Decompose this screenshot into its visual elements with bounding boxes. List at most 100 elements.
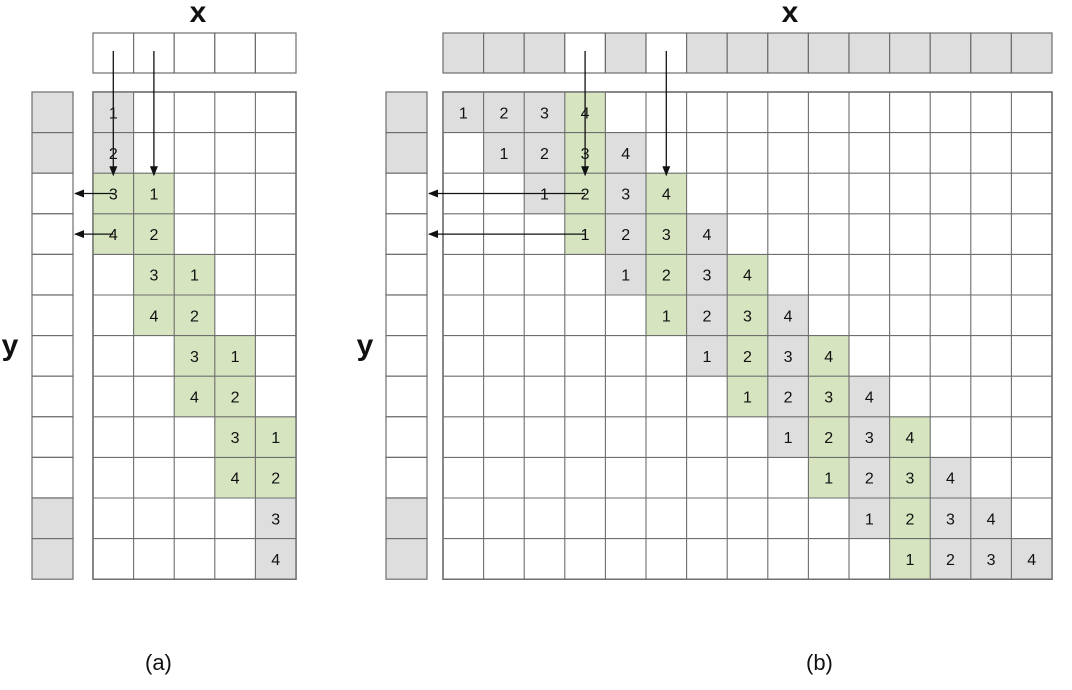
y-vector-cell — [31, 537, 74, 580]
cell-value: 2 — [271, 471, 280, 488]
cell-value: 1 — [621, 268, 630, 285]
y-vector-cell — [31, 416, 74, 458]
cell-value: 2 — [581, 187, 590, 204]
matrix-cell-gray — [930, 498, 971, 539]
cell-value: 1 — [540, 187, 549, 204]
matrix-cell-green — [174, 376, 215, 417]
matrix-cell-gray — [930, 457, 971, 498]
cell-value: 4 — [190, 390, 199, 407]
cell-value: 2 — [540, 146, 549, 163]
matrix-cell-gray — [686, 335, 728, 377]
cell-value: 3 — [662, 227, 671, 244]
matrix-cell-gray — [605, 132, 646, 174]
x-vector-cell — [807, 32, 850, 74]
cell-value: 2 — [662, 268, 671, 285]
cell-value: 4 — [662, 187, 671, 204]
matrix-cell-gray — [686, 254, 728, 295]
y-vector-cell — [385, 132, 428, 174]
y-vector-cell — [31, 132, 74, 174]
caption-b: (b) — [806, 650, 833, 675]
y-vector-cell — [31, 497, 74, 540]
matrix-cell-green — [133, 173, 175, 214]
matrix-cell-gray — [930, 538, 971, 580]
matrix-cell-gray — [524, 132, 565, 174]
matrix-cell-green — [646, 213, 687, 255]
x-vector-cell — [1010, 32, 1053, 74]
cell-value: 2 — [905, 511, 914, 528]
matrix-cell-green — [646, 295, 687, 336]
cell-value: 4 — [865, 390, 874, 407]
matrix-cell-gray — [524, 92, 565, 133]
cell-value: 4 — [271, 552, 280, 569]
cell-value: 4 — [743, 268, 752, 285]
matrix-cell-green — [889, 457, 931, 498]
cell-value: 2 — [499, 105, 508, 122]
x-vector-cell — [214, 32, 257, 74]
cell-value: 1 — [743, 390, 752, 407]
x-vector-cell — [685, 32, 728, 74]
y-vector-cell — [31, 375, 74, 418]
cell-value: 1 — [499, 146, 508, 163]
matrix-cell-green — [174, 295, 215, 336]
matrix-cell-gray — [605, 254, 646, 295]
y-vector-cell — [385, 172, 428, 215]
y-vector-cell — [31, 172, 74, 215]
cell-value: 3 — [149, 268, 158, 285]
y-vector-cell — [385, 294, 428, 337]
matrix-cell-gray — [970, 538, 1012, 580]
cell-value: 3 — [621, 187, 630, 204]
cell-value: 4 — [1027, 552, 1036, 569]
x-vector — [442, 32, 1053, 74]
cell-value: 4 — [905, 430, 914, 447]
matrix-cell-gray — [849, 376, 890, 417]
matrix-cell-green — [133, 254, 175, 295]
cell-value: 2 — [743, 349, 752, 366]
cell-value: 2 — [190, 308, 199, 325]
y-vector-cell — [31, 253, 74, 296]
cell-value: 4 — [702, 227, 711, 244]
matrix-cell-green — [214, 457, 256, 498]
matrix-outline — [442, 91, 1053, 580]
cell-value: 2 — [702, 308, 711, 325]
cell-value: 3 — [946, 511, 955, 528]
matrix-cell-gray — [443, 92, 484, 133]
cell-value: 3 — [190, 349, 199, 366]
cell-value: 4 — [946, 471, 955, 488]
cell-value: 1 — [231, 349, 240, 366]
x-vector-cell — [726, 32, 769, 74]
matrix-cell-gray — [767, 335, 809, 377]
cell-value: 1 — [271, 430, 280, 447]
matrix-cell-green — [889, 538, 931, 580]
matrix-cell-green — [808, 335, 849, 377]
matrix-cell-gray — [767, 416, 809, 458]
matrix-cell-green — [255, 457, 296, 498]
cell-value: 3 — [540, 105, 549, 122]
y-vector-cell — [385, 497, 428, 540]
matrix-cell-green — [727, 295, 768, 336]
x-vector-cell — [929, 32, 972, 74]
matrix-cell-green — [646, 173, 687, 214]
matrix-cell-gray — [767, 295, 809, 336]
cell-value: 2 — [865, 471, 874, 488]
cell-value: 3 — [109, 187, 118, 204]
x-vector-cell — [483, 32, 525, 74]
matrix-cell-green — [808, 457, 849, 498]
matrix-cell-gray — [605, 173, 646, 214]
matrix-cell-green — [174, 335, 215, 377]
matrix-cell-green — [889, 416, 931, 458]
cell-value: 3 — [743, 308, 752, 325]
matrix-cell-gray — [1011, 538, 1052, 580]
y-vector-cell — [385, 213, 428, 256]
x-vector-cell — [848, 32, 891, 74]
matrix-cell-gray — [483, 132, 525, 174]
y-vector-cell — [385, 335, 428, 377]
cell-value: 2 — [784, 390, 793, 407]
x-vector-cell — [173, 32, 216, 74]
grid-lines — [442, 91, 1053, 580]
matrix-cell-gray — [686, 295, 728, 336]
cell-value: 1 — [905, 552, 914, 569]
y-vector-cell — [385, 253, 428, 296]
caption-a: (a) — [145, 650, 172, 675]
y-vector-cell — [31, 294, 74, 337]
